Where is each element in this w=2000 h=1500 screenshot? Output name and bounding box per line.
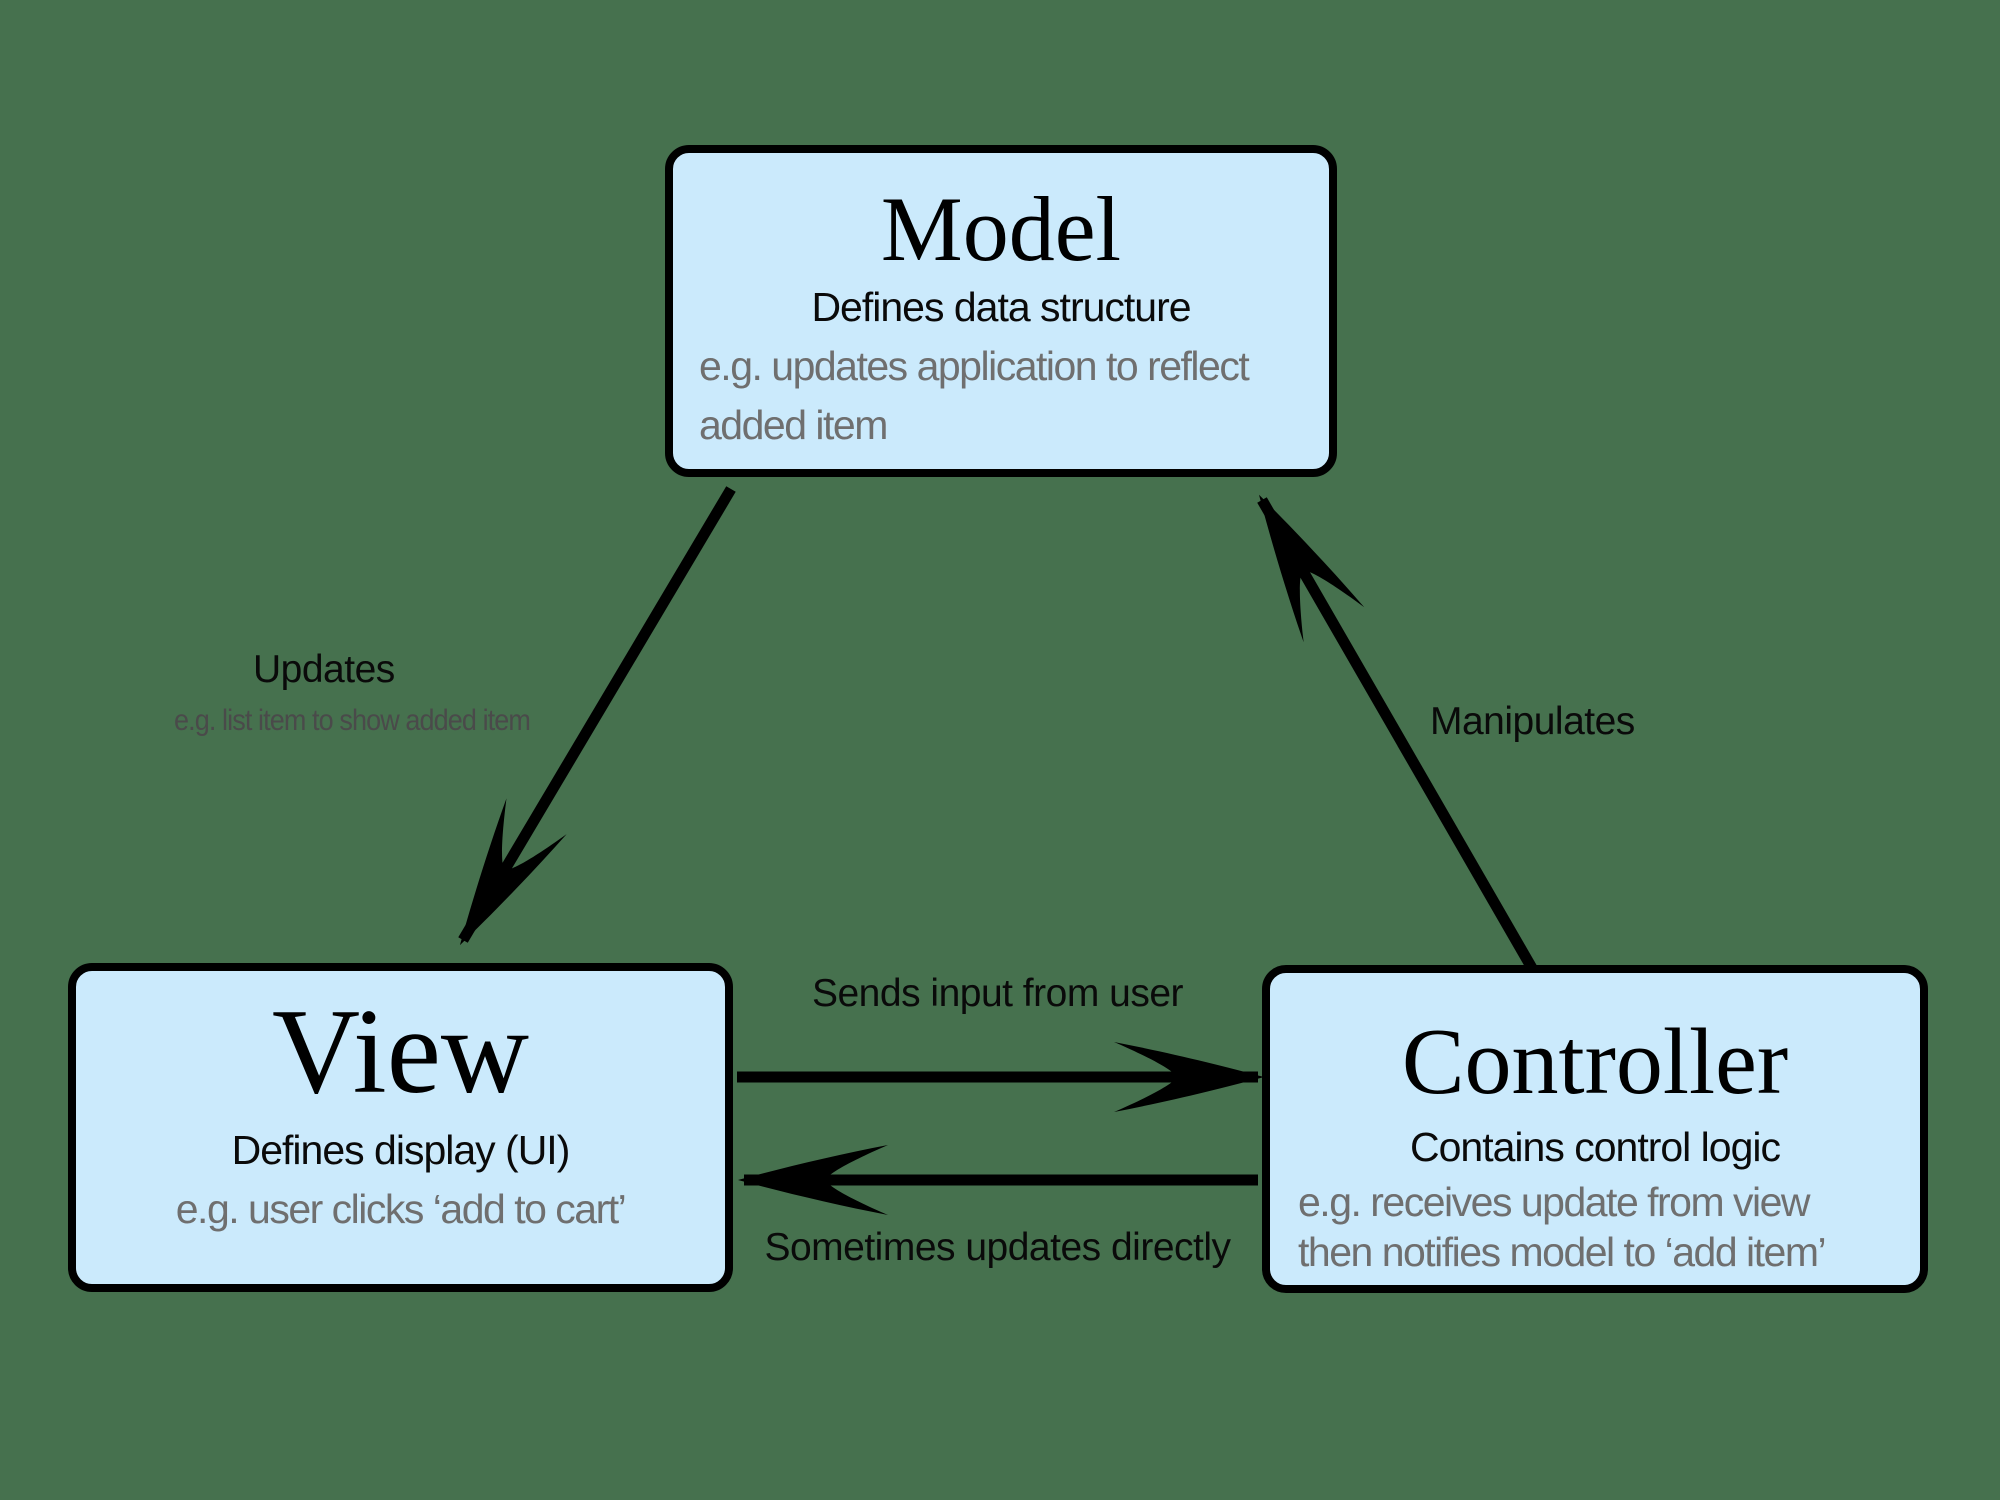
view-node: View Defines display (UI) e.g. user clic…: [68, 963, 733, 1292]
view-subtitle: Defines display (UI): [231, 1127, 571, 1173]
manipulates-arrow: [1257, 494, 1545, 985]
view-example: e.g. user clicks ‘add to cart’: [175, 1186, 627, 1232]
controller-title: Controller: [1401, 1010, 1789, 1114]
model-example: e.g. updates application to reflect adde…: [699, 342, 1250, 449]
updates-directly-edge-label: Sometimes updates directly: [764, 1226, 1231, 1269]
controller-node: Controller Contains control logic e.g. r…: [1262, 965, 1928, 1293]
view-title: View: [272, 984, 529, 1119]
updates-arrow: [458, 486, 736, 946]
model-node: Model Defines data structure e.g. update…: [665, 145, 1337, 477]
updates-edge-label: Updates: [253, 648, 395, 691]
updates-edge-sublabel: e.g. list item to show added item: [174, 704, 531, 737]
model-subtitle: Defines data structure: [811, 283, 1191, 330]
controller-example: e.g. receives update from view then noti…: [1298, 1178, 1827, 1275]
controller-subtitle: Contains control logic: [1410, 1123, 1781, 1170]
model-title: Model: [880, 178, 1122, 280]
manipulates-edge-label: Manipulates: [1430, 700, 1635, 743]
sends-input-edge-label: Sends input from user: [811, 972, 1184, 1015]
